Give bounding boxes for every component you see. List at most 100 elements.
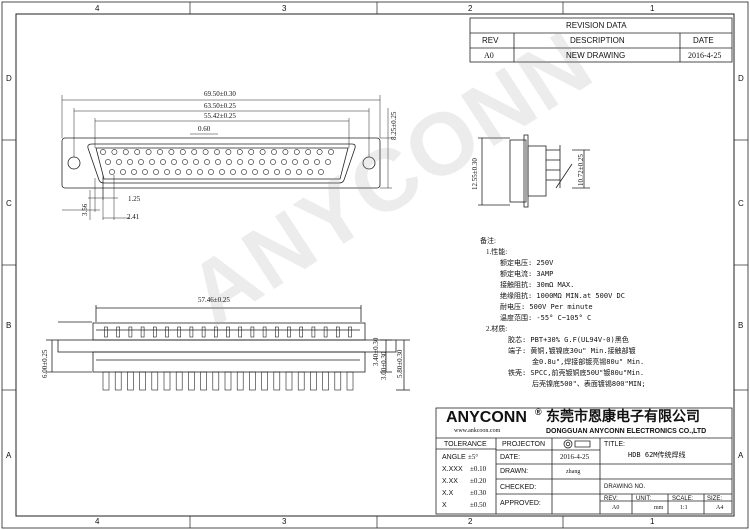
top-pin — [226, 326, 230, 338]
title-block — [435, 407, 733, 515]
date-field: 2016-4-25 — [560, 453, 590, 461]
bottom-pin — [261, 371, 268, 391]
top-pin — [201, 326, 206, 338]
front-pin — [214, 149, 220, 155]
notes-perf-1: 额定电流: 3AMP — [500, 270, 554, 278]
front-pin — [153, 169, 159, 175]
rev-value: A0 — [484, 51, 494, 60]
front-pin — [191, 149, 198, 155]
bottom-pin — [273, 371, 281, 391]
front-pin — [316, 149, 323, 155]
notes-perf-5: 温度范围: -55° C~105° C — [500, 314, 592, 322]
bottom-pin — [310, 371, 317, 391]
revision-table — [469, 17, 733, 63]
tol-0-value: ±0.10 — [470, 465, 487, 473]
top-pin — [140, 326, 145, 338]
description-header: DESCRIPTION — [570, 36, 625, 45]
notes-mat-1: 端子: 黄铜,镀镍底30u" Min.接触部镀 — [508, 347, 636, 355]
dim-row-offset: 3.56 — [81, 203, 89, 216]
angle-label: ANGLE — [442, 454, 466, 461]
tol-2-value: ±0.30 — [470, 489, 487, 497]
dim-row-pitch: 1.25 — [128, 195, 141, 203]
top-pin — [250, 326, 255, 338]
front-pin — [120, 169, 126, 175]
zone-left-a: A — [6, 451, 12, 460]
inner-frame — [15, 13, 735, 517]
bottom-pin — [200, 371, 207, 391]
front-pin — [252, 169, 258, 175]
company-website: www.ankcoon.com — [454, 428, 501, 434]
top-pin — [214, 326, 218, 338]
scale-value: 1:1 — [680, 505, 688, 511]
front-pin — [305, 149, 312, 155]
bottom-pin — [322, 371, 329, 391]
front-pin — [138, 159, 144, 165]
bottom-pin — [175, 371, 183, 391]
top-pin — [128, 326, 133, 338]
bottom-pin — [285, 371, 293, 391]
company-brand: ANYCONN — [446, 409, 527, 426]
zone-bot-2: 2 — [468, 517, 473, 526]
top-pin — [335, 326, 340, 338]
front-pin — [303, 159, 309, 165]
bottom-pin — [212, 371, 220, 391]
projection-label: PROJECTON — [502, 441, 546, 448]
dim-shell-width: 55.42±0.25 — [204, 112, 236, 120]
front-pin — [202, 149, 209, 155]
zone-right-b: B — [738, 321, 744, 330]
company-en-name: DONGGUAN ANYCONN ELECTRONICS CO.,LTD — [546, 428, 707, 435]
notes-perf-0: 额定电压: 250V — [500, 259, 554, 267]
zone-top-3: 3 — [282, 4, 287, 13]
front-pin — [105, 159, 111, 165]
top-pin — [238, 326, 242, 338]
front-pin — [271, 149, 277, 155]
bottom-pin — [346, 371, 354, 391]
drawing-no-label: DRAWING NO. — [604, 484, 646, 490]
front-pin — [307, 169, 313, 175]
top-pin — [153, 326, 157, 338]
front-pin — [160, 159, 166, 165]
tol-2-label: X.X — [442, 490, 454, 497]
notes-mat-2: 金0.8u",焊接部镀亮锡80u" Min. — [532, 358, 645, 366]
front-pin — [259, 159, 265, 165]
company-cn-name: 东莞市恩康电子有限公司 — [546, 409, 700, 425]
bottom-pin — [236, 371, 244, 391]
front-pin — [318, 169, 324, 175]
front-pin — [274, 169, 280, 175]
side-view — [478, 134, 590, 208]
front-pin — [149, 159, 155, 165]
mount-hole-left — [67, 156, 81, 170]
front-pin — [248, 149, 255, 155]
front-pin — [164, 169, 170, 175]
bottom-pin — [334, 371, 342, 391]
front-pin — [215, 159, 221, 165]
zone-top-2: 2 — [468, 4, 473, 13]
dim-side-height: 12.55±0.30 — [471, 158, 479, 190]
notes-mat-3: 铁壳: SPCC,前壳镀铜底50U"镀80u"Min. — [508, 369, 645, 377]
rev-label: REV: — [604, 496, 618, 502]
top-pin — [177, 326, 181, 338]
front-pin — [296, 169, 302, 175]
front-pin — [179, 149, 186, 155]
front-view — [61, 137, 381, 189]
front-pin — [100, 149, 106, 155]
dim-pin-offset: 0.60 — [198, 125, 211, 133]
rev-header: REV — [482, 36, 499, 45]
front-pin — [314, 159, 320, 165]
top-pin — [311, 326, 316, 338]
rev-field: A0 — [612, 505, 620, 511]
revision-title: REVISION DATA — [566, 21, 627, 30]
front-dims — [61, 95, 392, 220]
top-pin — [262, 326, 267, 338]
notes-perf-head: 1.性能: — [486, 248, 508, 256]
bottom-pin — [127, 371, 134, 391]
tol-3-label: X — [442, 502, 447, 509]
dim-bottom-width: 57.46±0.25 — [198, 296, 230, 304]
date-label: DATE: — [500, 454, 521, 461]
zone-bot-4: 4 — [95, 517, 100, 526]
notes-mat-0: 胶芯: PBT+30% G.F(UL94V-0)黑色 — [508, 336, 629, 344]
